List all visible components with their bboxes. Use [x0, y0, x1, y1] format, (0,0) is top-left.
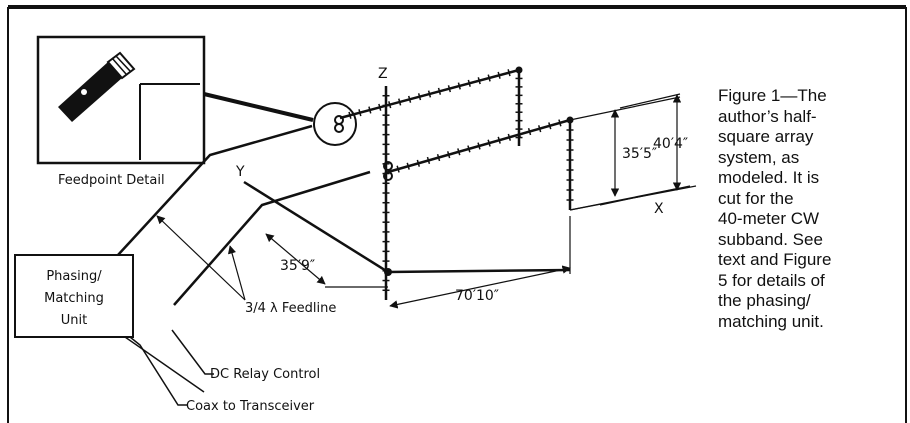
dimension-70-10-label: 70′10″: [455, 288, 499, 304]
feedpoint-detail-inset: [36, 35, 206, 165]
tick-mark: [437, 87, 442, 95]
tick-mark: [497, 71, 501, 79]
tick-mark: [507, 133, 512, 141]
caption-line: square array: [718, 127, 814, 146]
tick-mark: [426, 156, 431, 165]
tick-mark: [436, 153, 441, 162]
tick-mark: [497, 136, 501, 144]
dc-relay-control-label: DC Relay Control: [210, 367, 320, 382]
tick-mark: [477, 142, 481, 150]
dimension-35-9: [265, 233, 388, 288]
x-axis-label: X: [654, 201, 664, 217]
tick-mark: [548, 122, 552, 130]
caption-line: text and Figure: [718, 250, 832, 269]
x-axis-base: [387, 268, 571, 274]
tick-mark: [487, 139, 491, 147]
caption-line: Figure 1—The: [718, 86, 827, 105]
dimension-35-5-label: 35′5″: [622, 146, 657, 162]
tick-mark: [417, 93, 422, 101]
unit-leads: [124, 329, 214, 406]
caption-line: cut for the: [718, 188, 794, 208]
dimension-40-4-label: 40′4″: [653, 136, 688, 152]
phasing-unit-line-3: Unit: [61, 313, 87, 328]
tick-mark: [558, 119, 562, 127]
tick-mark: [427, 90, 432, 98]
tick-mark: [477, 77, 481, 85]
feedlines: [117, 124, 371, 306]
tick-marks: [348, 69, 574, 292]
feedpoint-insulators: [334, 115, 393, 181]
tick-mark: [467, 79, 471, 87]
phasing-matching-unit-box: [14, 254, 134, 338]
tick-mark: [348, 111, 352, 119]
origin-point: [384, 268, 392, 276]
tick-mark: [416, 159, 421, 167]
tick-mark: [358, 109, 362, 117]
tick-mark: [378, 103, 382, 111]
caption-line: 5 for details of: [718, 270, 825, 290]
tick-mark: [388, 101, 392, 109]
tick-mark: [517, 130, 522, 139]
rear-element-corner: [515, 66, 523, 74]
tick-mark: [396, 165, 400, 173]
caption-line: system, as: [718, 147, 800, 167]
tick-mark: [507, 69, 511, 77]
front-element: [387, 118, 572, 210]
y-axis-label: Y: [235, 164, 245, 180]
rear-element: [339, 68, 521, 146]
tick-mark: [457, 148, 461, 156]
phasing-unit-line-1: Phasing/: [46, 269, 102, 284]
tick-mark: [457, 82, 461, 90]
tick-mark: [537, 125, 542, 133]
tick-mark: [446, 151, 451, 159]
tick-mark: [407, 95, 412, 103]
feedline-arrows: [156, 215, 246, 301]
tick-mark: [398, 98, 402, 106]
phasing-unit-line-2: Matching: [44, 291, 104, 306]
figure-caption: Figure 1—The author’s half- square array…: [718, 86, 868, 332]
coax-to-transceiver-label: Coax to Transceiver: [186, 399, 315, 414]
tick-mark: [447, 85, 452, 93]
caption-line: author’s half-: [718, 106, 817, 126]
dimension-70-10: [389, 216, 571, 309]
caption-line: subband. See: [718, 229, 823, 249]
tick-mark: [368, 106, 372, 114]
caption-line: 40-meter CW: [718, 209, 820, 228]
tick-mark: [527, 127, 532, 136]
feedpoint-circle: [313, 102, 357, 146]
figure-frame: [7, 5, 907, 423]
feedpoint-detail-label: Feedpoint Detail: [58, 173, 165, 188]
dimension-35-9-label: 35′9″: [280, 258, 315, 274]
tick-mark: [406, 162, 410, 170]
y-axis: [243, 180, 389, 274]
detail-leader-line: [203, 92, 314, 122]
feedline-label: 3/4 λ Feedline: [245, 301, 336, 316]
caption-line: the phasing/: [718, 291, 811, 310]
tick-mark: [467, 145, 471, 153]
caption-line: matching unit.: [718, 311, 824, 331]
caption-line: modeled. It is: [718, 168, 820, 187]
tick-mark: [487, 74, 491, 82]
z-axis-label: Z: [378, 66, 388, 82]
